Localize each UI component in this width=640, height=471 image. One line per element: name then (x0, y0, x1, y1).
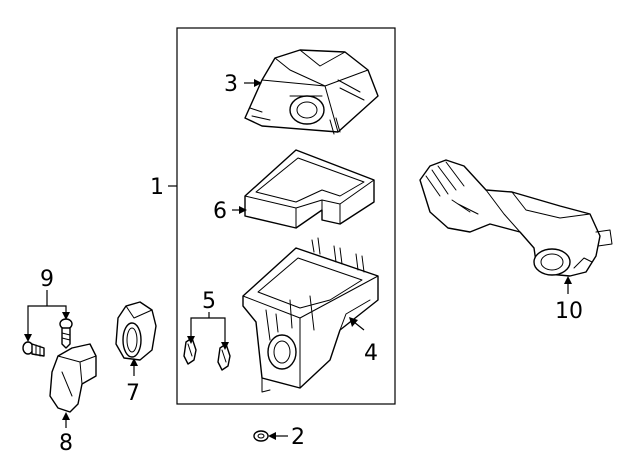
air-filter-element (244, 149, 375, 229)
leader-lines (24, 79, 572, 440)
callout-3: 3 (224, 72, 238, 97)
grommet (253, 430, 269, 442)
screws (22, 318, 73, 357)
callout-7: 7 (126, 381, 140, 406)
callout-5: 5 (202, 289, 216, 314)
hose-coupling (115, 301, 157, 361)
air-cleaner-cover (244, 49, 379, 135)
outlet-duct (419, 159, 613, 277)
air-box-housing (242, 237, 379, 393)
callout-9: 9 (40, 267, 54, 292)
retaining-clips (183, 337, 231, 371)
duct-adapter (49, 343, 97, 413)
callout-8: 8 (59, 431, 73, 456)
callout-1: 1 (150, 175, 164, 200)
callout-4: 4 (364, 341, 378, 366)
callout-6: 6 (213, 199, 227, 224)
callout-10: 10 (555, 299, 583, 324)
callout-2: 2 (291, 425, 305, 450)
assembly-frame (176, 27, 396, 405)
